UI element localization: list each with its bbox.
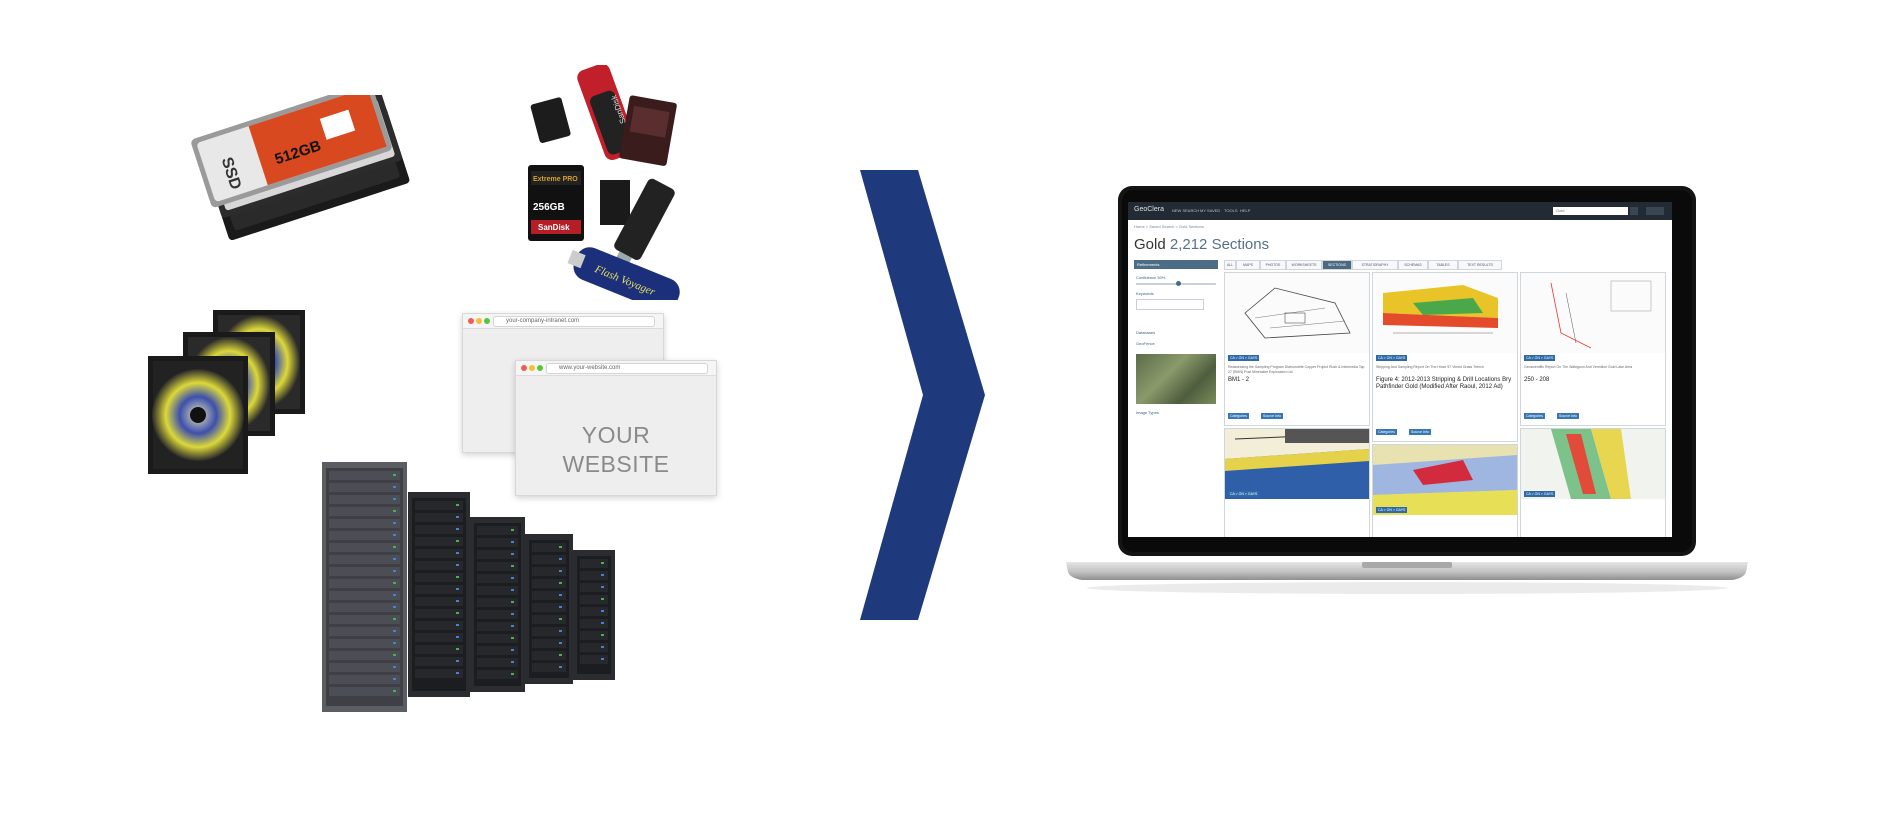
page-title: Gold 2,212 Sections — [1134, 236, 1269, 253]
ssd-drives-image: SSD SSD 512GB — [185, 95, 420, 280]
user-menu-button[interactable] — [1646, 207, 1664, 215]
intranet-url: your-company-intranet.com — [493, 316, 655, 327]
sidebar-item-confidence[interactable]: Confidence 50% — [1136, 275, 1166, 280]
tab-photos[interactable]: PHOTOS — [1260, 260, 1286, 270]
server-racks-image — [320, 462, 620, 712]
sidebar-item-keywords[interactable]: Keywords — [1136, 291, 1154, 296]
website-text-line2: WEBSITE — [562, 451, 670, 477]
card-description: Geoscientific Report On The Wabigoon And… — [1524, 365, 1633, 369]
server-rack — [573, 550, 615, 680]
chevron-arrow-icon — [860, 170, 985, 620]
result-card[interactable]: CA > ON > GAYS — [1224, 428, 1370, 537]
nav-item-tools[interactable]: TOOLS — [1224, 208, 1238, 213]
sidebar-item-image-types[interactable]: Image Types — [1136, 410, 1159, 415]
nav-item-new-search[interactable]: NEW SEARCH — [1172, 208, 1200, 213]
website-url: www.your-website.com — [546, 363, 708, 374]
server-rack — [408, 492, 470, 697]
search-icon[interactable] — [1630, 207, 1638, 215]
source-info-button[interactable]: Source Info — [1409, 429, 1431, 435]
card-title[interactable]: BM1 - 2 — [1228, 377, 1250, 383]
location-badge: CA > ON > GAYS — [1524, 355, 1556, 361]
tab-all[interactable]: ALL — [1224, 260, 1236, 270]
sidebar-item-databases[interactable]: Databases — [1136, 330, 1156, 335]
cd-discs-image — [148, 310, 323, 485]
location-badge: CA > ON > GAYS — [1524, 491, 1556, 497]
nav-item-my-saved[interactable]: MY SAVED — [1200, 208, 1221, 213]
breadcrumb: Home > Saved Search > Gold Sections — [1134, 224, 1204, 229]
section-thumbnail[interactable] — [1373, 273, 1517, 353]
tab-tables[interactable]: TABLES — [1428, 260, 1458, 270]
card-title[interactable]: 250 - 208 — [1524, 377, 1550, 383]
result-card[interactable]: CA > ON > GAYS Stripping And Sampling Re… — [1372, 272, 1518, 442]
sd-card-capacity: 256GB — [533, 202, 565, 213]
page-title-term: Gold — [1134, 236, 1166, 253]
confidence-slider[interactable] — [1136, 281, 1216, 286]
source-info-button[interactable]: Source Info — [1261, 413, 1283, 419]
nav-item-help[interactable]: HELP — [1240, 208, 1251, 213]
browser-toolbar: www.your-website.com — [516, 361, 716, 376]
tab-text-results[interactable]: TEXT RESULTS — [1458, 260, 1502, 270]
section-thumbnail[interactable] — [1225, 429, 1369, 499]
location-badge: CA > ON > GAYS — [1228, 491, 1260, 497]
geoclera-app-screen: GeoClera NEW SEARCH MY SAVED TOOLS HELP … — [1128, 202, 1672, 537]
card-description: Reassessing the Sampling Program Diamond… — [1228, 365, 1365, 374]
website-browser-window: www.your-website.com YOUR WEBSITE — [515, 360, 717, 496]
location-badge: CA > ON > GAYS — [1376, 355, 1408, 361]
section-thumbnail[interactable] — [1225, 273, 1369, 353]
categories-button[interactable]: Categories — [1524, 413, 1545, 419]
browser-toolbar: your-company-intranet.com — [463, 314, 663, 329]
section-thumbnail[interactable] — [1521, 273, 1665, 353]
tab-worksheets[interactable]: WORKSHEETS — [1286, 260, 1322, 270]
tab-sections[interactable]: SECTIONS — [1322, 260, 1352, 270]
sidebar-item-geofence[interactable]: GeoFence — [1136, 341, 1155, 346]
result-card[interactable]: CA > ON > GAYS — [1520, 428, 1666, 537]
refinements-sidebar: Refinements Confidence 50% Keywords Data… — [1134, 260, 1218, 530]
result-card[interactable]: CA > ON > GAYS Geoscientific Report On T… — [1520, 272, 1666, 426]
result-type-tabs: ALL MAPS PHOTOS WORKSHEETS SECTIONS STRA… — [1224, 260, 1664, 270]
geofence-map[interactable] — [1136, 354, 1216, 404]
website-text-line1: YOUR — [581, 422, 651, 448]
app-top-bar: GeoClera NEW SEARCH MY SAVED TOOLS HELP … — [1128, 202, 1672, 220]
search-input[interactable]: Gold — [1553, 207, 1628, 215]
server-rack — [322, 462, 407, 712]
memory-cards-usb-image: SanDisk Extreme PRO 256GB SanDisk — [520, 65, 735, 300]
section-thumbnail[interactable] — [1521, 429, 1665, 499]
page-title-count: 2,212 Sections — [1169, 236, 1270, 253]
categories-button[interactable]: Categories — [1228, 413, 1249, 419]
card-title[interactable]: Figure 4: 2012-2013 Stripping & Drill Lo… — [1376, 377, 1512, 390]
tab-maps[interactable]: MAPS — [1236, 260, 1260, 270]
section-thumbnail[interactable] — [1373, 445, 1517, 515]
server-rack — [470, 517, 525, 692]
sd-card-line1: Extreme PRO — [533, 176, 578, 183]
server-rack — [525, 534, 573, 684]
sd-card-brand: SanDisk — [538, 223, 570, 232]
refinements-header: Refinements — [1134, 260, 1218, 269]
categories-button[interactable]: Categories — [1376, 429, 1397, 435]
keyword-input[interactable] — [1136, 299, 1204, 310]
card-description: Stripping And Sampling Report On The Hin… — [1376, 365, 1484, 369]
location-badge: CA > ON > GAYS — [1376, 507, 1408, 513]
tab-schemas[interactable]: SCHEMAS — [1398, 260, 1428, 270]
location-badge: CA > ON > GAYS — [1228, 355, 1260, 361]
tab-stratigraphy[interactable]: STRATIGRAPHY — [1352, 260, 1398, 270]
source-info-button[interactable]: Source Info — [1557, 413, 1579, 419]
result-card[interactable]: CA > ON > GAYS — [1372, 444, 1518, 537]
app-logo[interactable]: GeoClera — [1134, 206, 1164, 213]
result-card[interactable]: CA > ON > GAYS Reassessing the Sampling … — [1224, 272, 1370, 426]
